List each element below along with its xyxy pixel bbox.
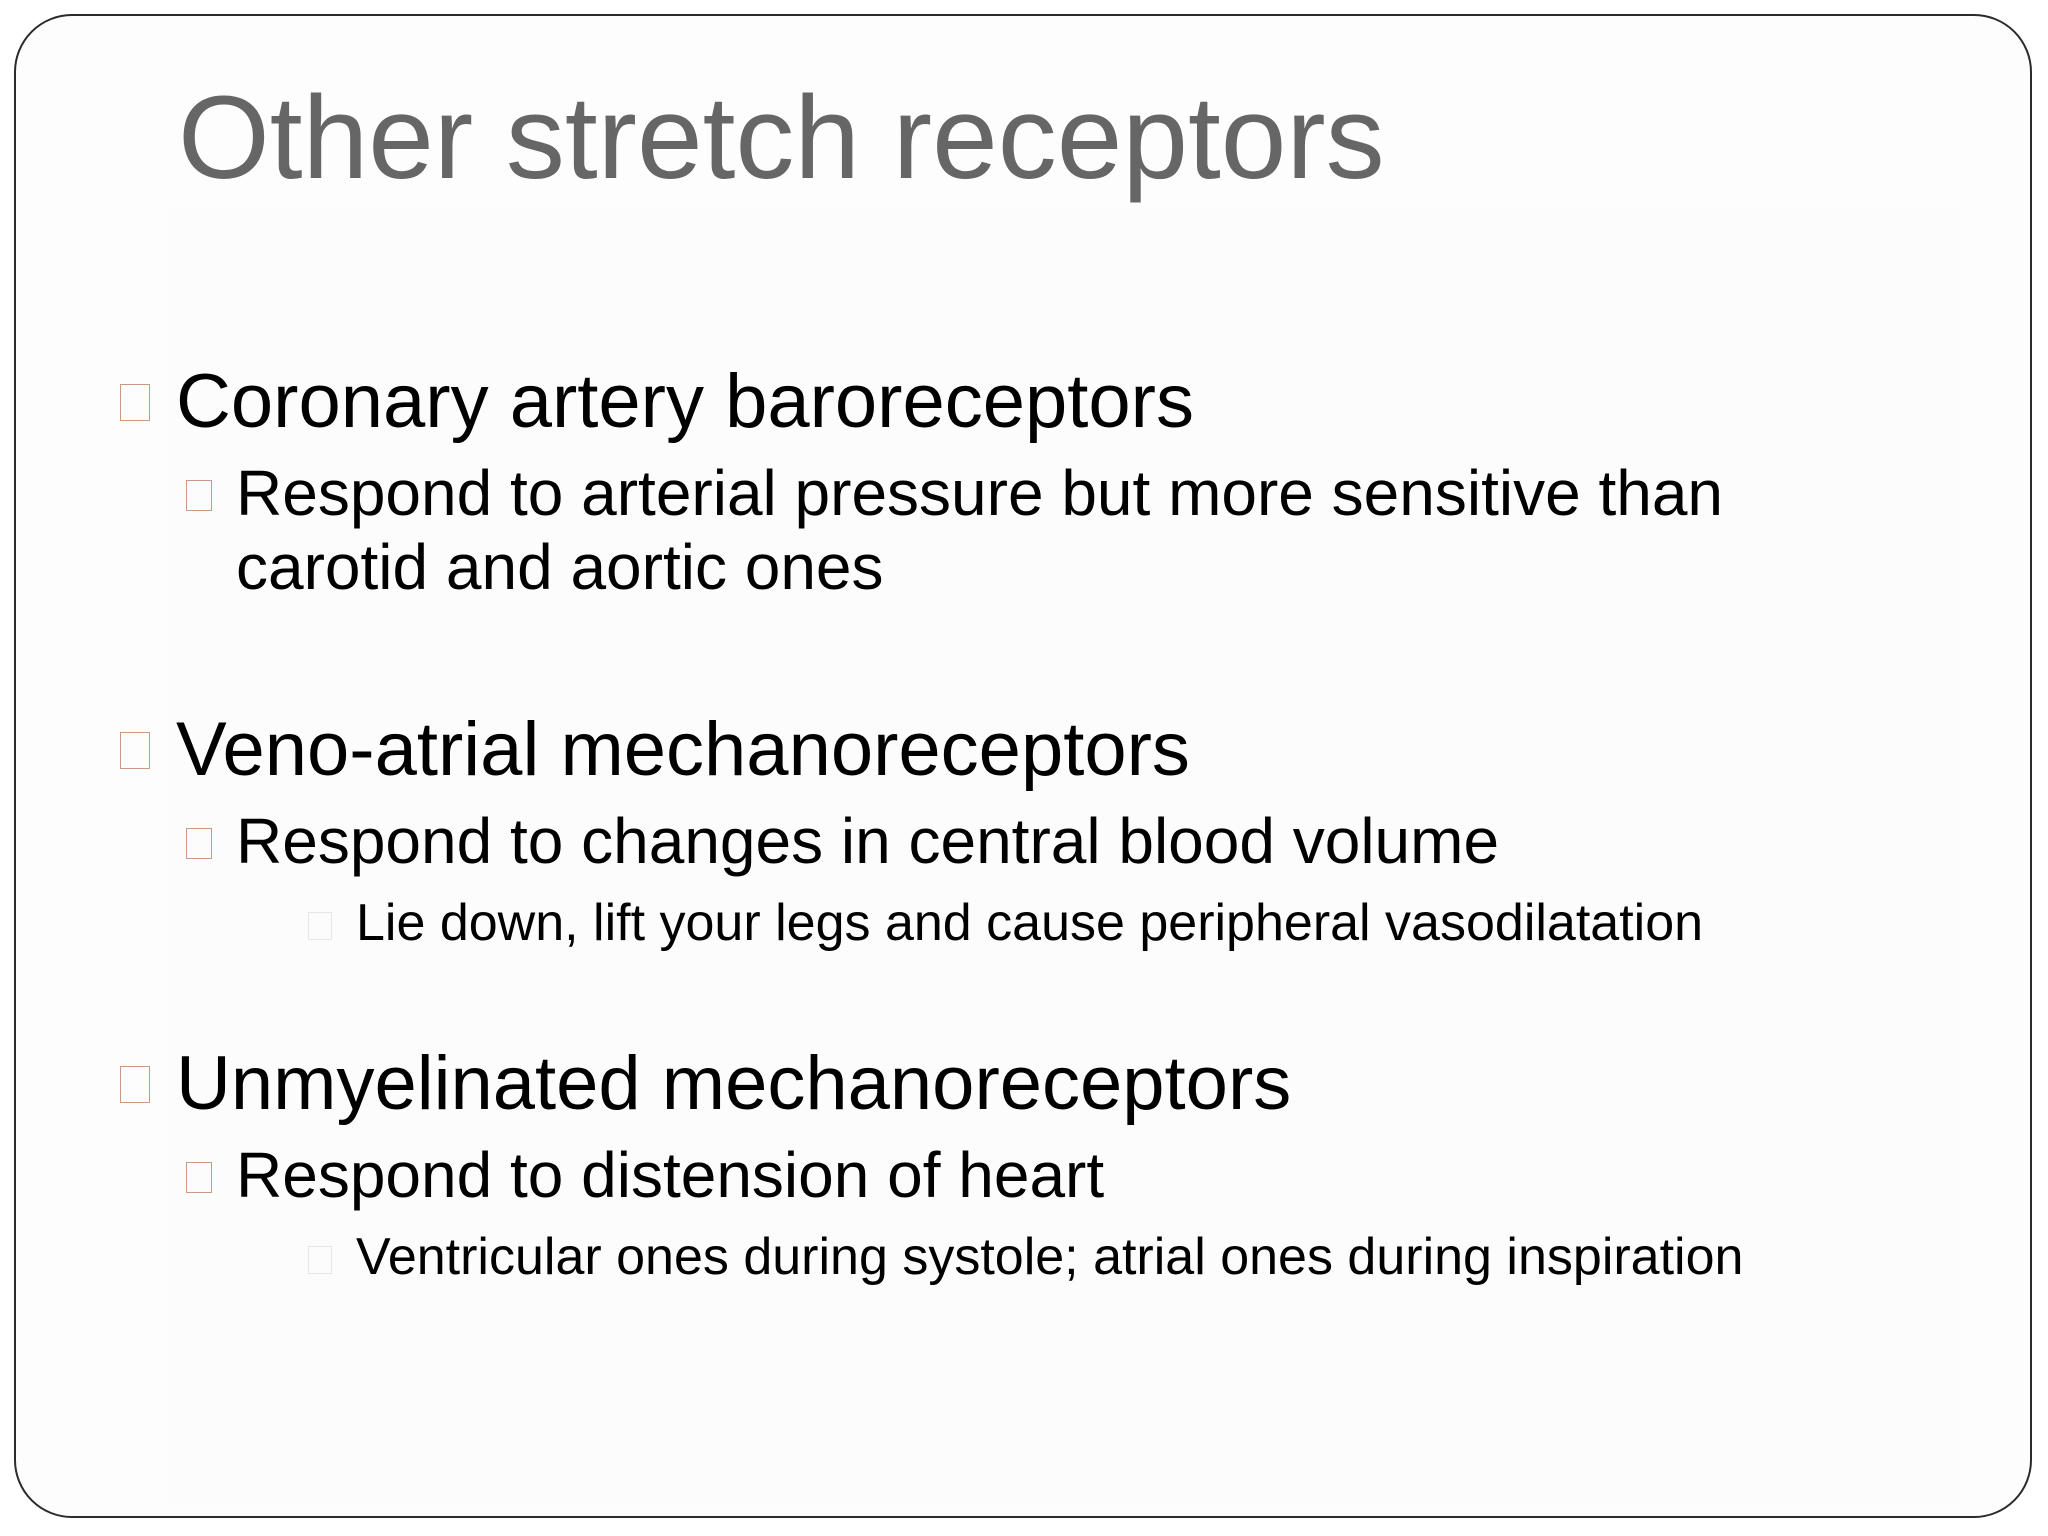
bullet-text: Respond to distension of heart [236, 1139, 1105, 1211]
square-bullet-icon [186, 1162, 212, 1193]
sub-bullet-item-arterial-pressure: Respond to arterial pressure but more se… [186, 456, 1723, 531]
bullet-text: Respond to arterial pressure but more se… [236, 457, 1723, 529]
square-bullet-icon [120, 732, 150, 769]
square-bullet-icon [120, 1066, 150, 1103]
square-bullet-icon [186, 480, 212, 511]
bullet-item-veno-atrial-mechanoreceptors: Veno-atrial mechanoreceptors [120, 706, 1190, 793]
content-panel [166, 206, 1961, 1506]
slide-title: Other stretch receptors [178, 72, 1385, 204]
sub-bullet-item-distension-of-heart: Respond to distension of heart [186, 1138, 1105, 1213]
bullet-text: Respond to changes in central blood volu… [236, 805, 1500, 877]
sub-sub-bullet-item-ventricular-atrial: Ventricular ones during systole; atrial … [308, 1226, 1744, 1288]
bullet-text: carotid and aortic ones [236, 531, 884, 603]
square-bullet-icon [308, 1246, 332, 1274]
bullet-text: Coronary artery baroreceptors [176, 359, 1194, 444]
bullet-text: Veno-atrial mechanoreceptors [176, 707, 1190, 792]
slide: Other stretch receptors Coronary artery … [14, 14, 2032, 1518]
sub-bullet-item-central-blood-volume: Respond to changes in central blood volu… [186, 804, 1500, 879]
bullet-item-coronary-artery-baroreceptors: Coronary artery baroreceptors [120, 358, 1194, 445]
sub-sub-bullet-item-lie-down: Lie down, lift your legs and cause perip… [308, 892, 1704, 954]
bullet-item-unmyelinated-mechanoreceptors: Unmyelinated mechanoreceptors [120, 1040, 1292, 1127]
bullet-text: Unmyelinated mechanoreceptors [176, 1041, 1292, 1126]
square-bullet-icon [186, 828, 212, 859]
square-bullet-icon [308, 912, 332, 940]
bullet-text: Ventricular ones during systole; atrial … [356, 1228, 1744, 1286]
sub-bullet-continuation: carotid and aortic ones [236, 530, 884, 605]
square-bullet-icon [120, 384, 150, 421]
bullet-text: Lie down, lift your legs and cause perip… [356, 894, 1704, 952]
